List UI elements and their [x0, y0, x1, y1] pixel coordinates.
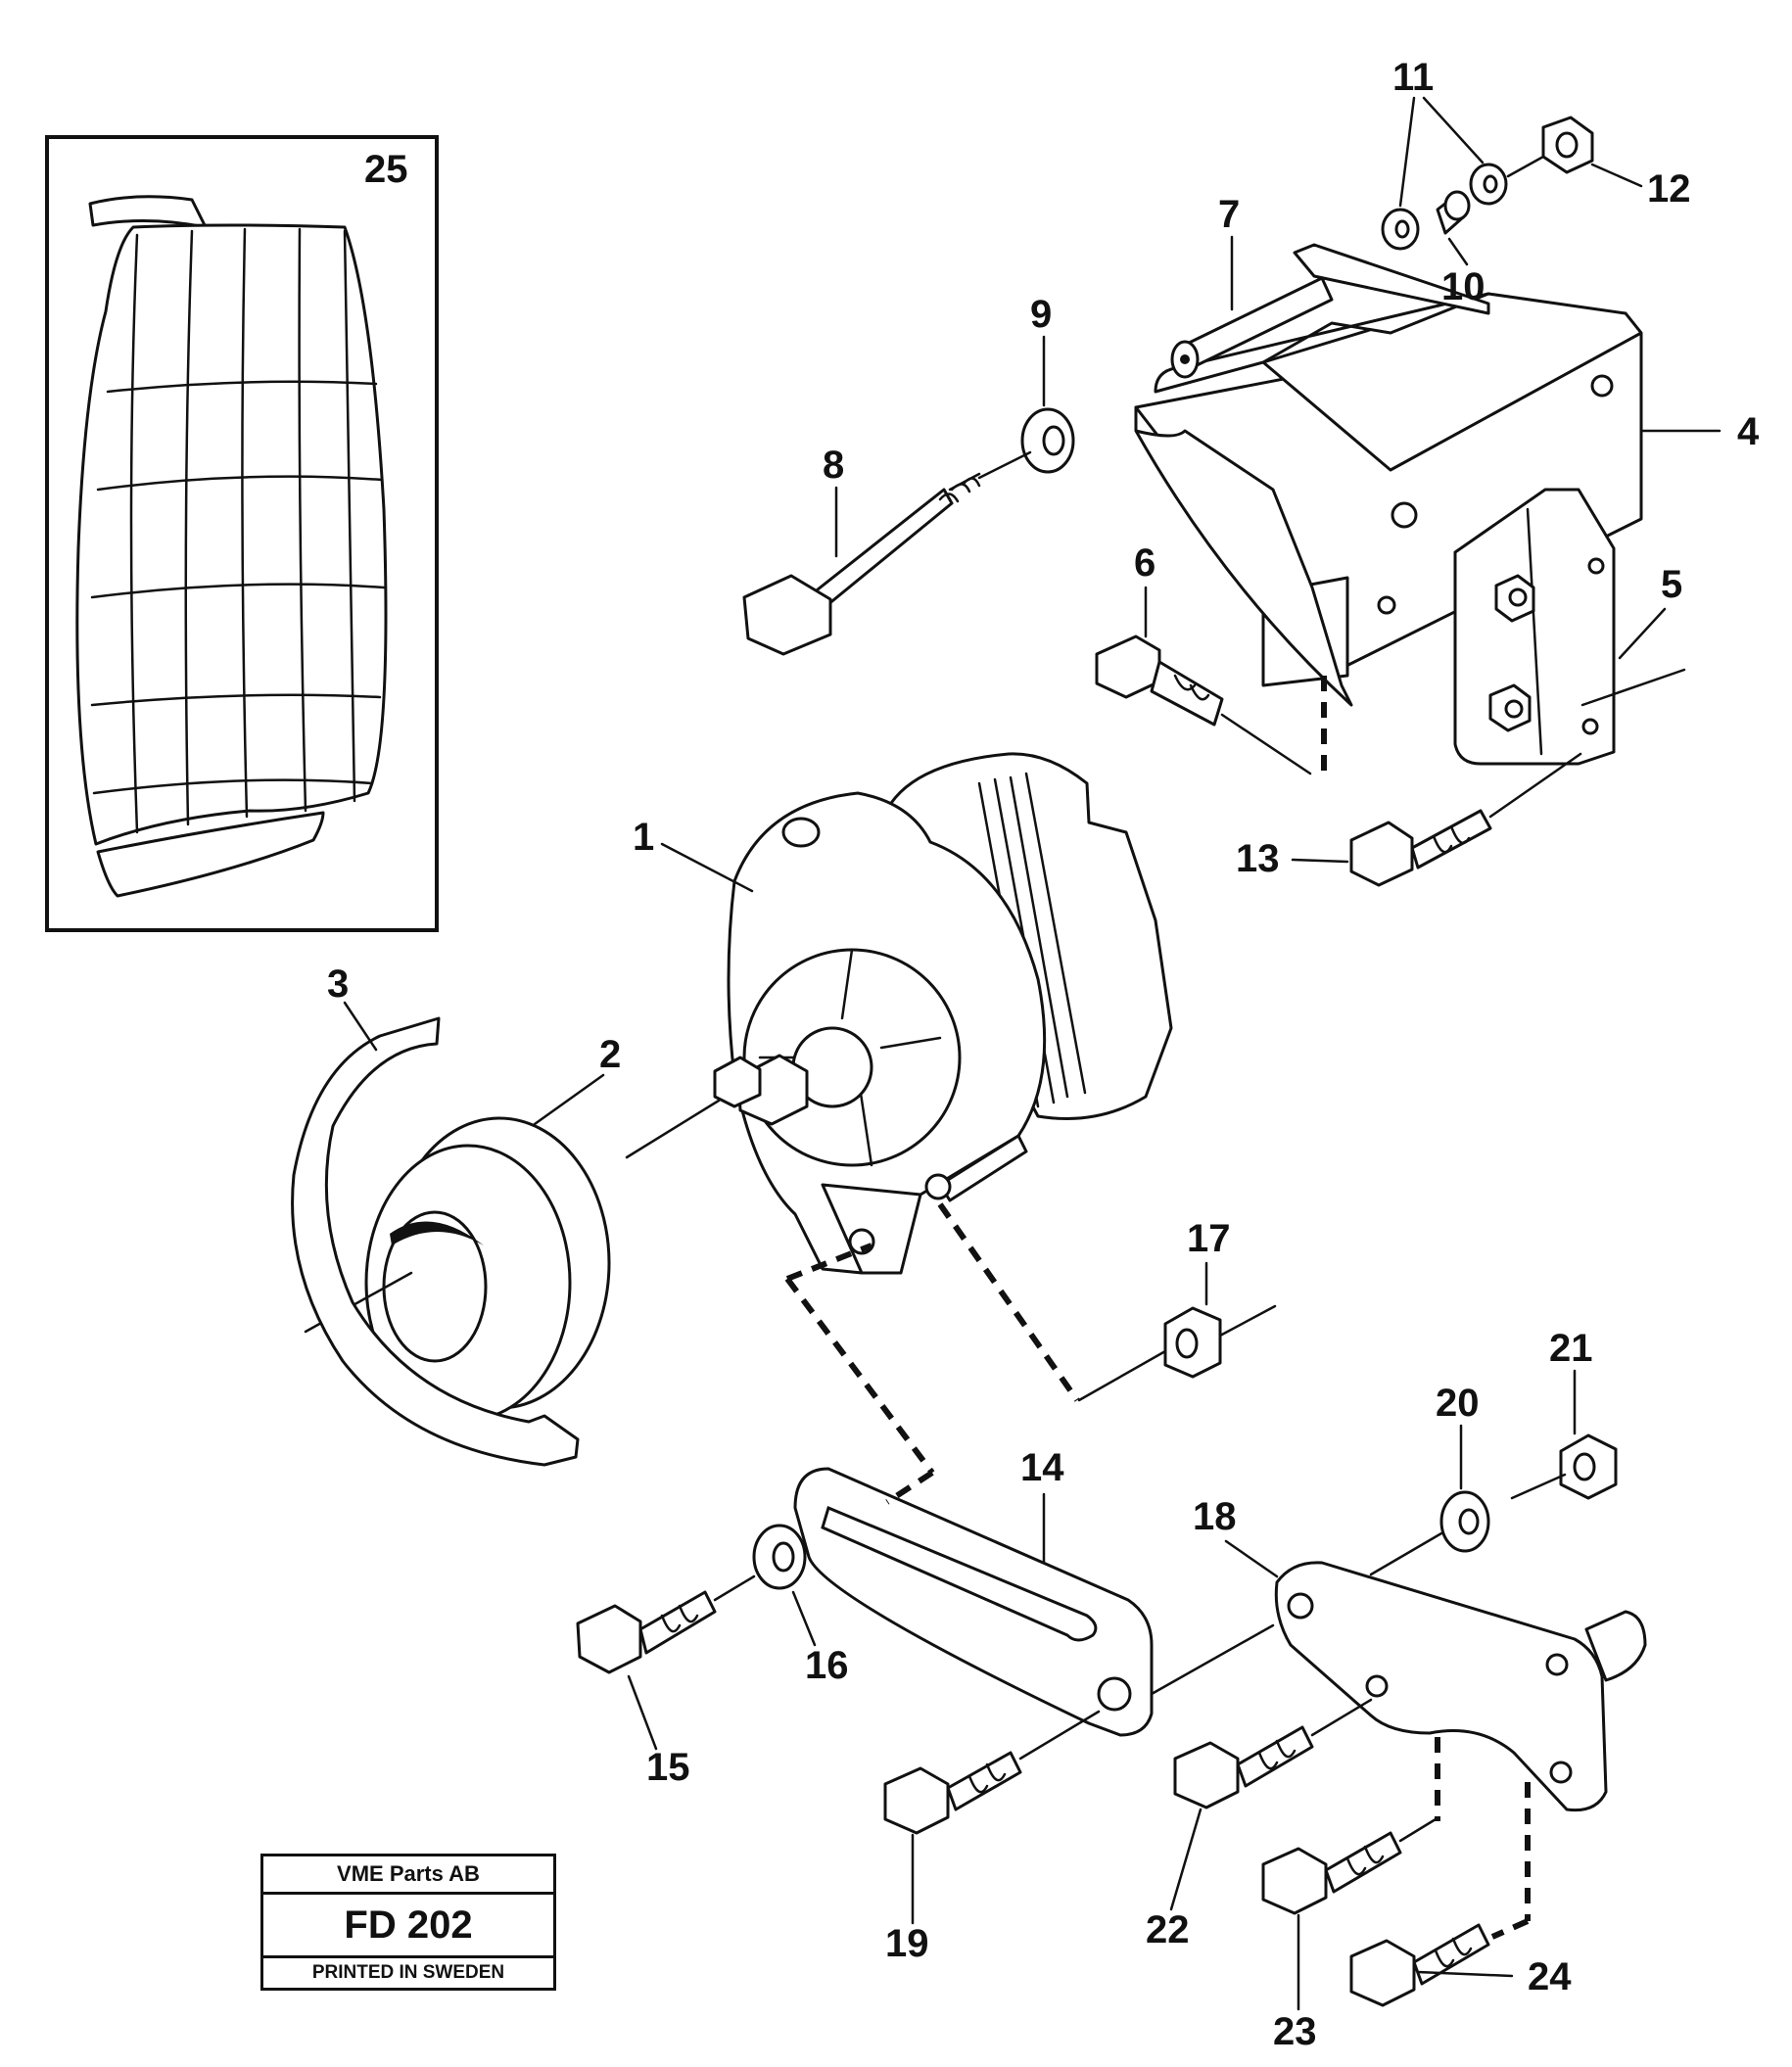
svg-text:14: 14 — [1020, 1446, 1064, 1489]
callout-19: 19 — [885, 1833, 929, 1965]
spacer-10 — [1436, 190, 1471, 235]
svg-text:8: 8 — [823, 444, 844, 487]
assembly-dashed-lines — [784, 676, 1531, 1940]
pin-7 — [1170, 276, 1334, 379]
callout-12: 12 — [1590, 163, 1691, 211]
callout-24: 24 — [1416, 1955, 1572, 1998]
callout-17: 17 — [1187, 1217, 1231, 1306]
bolt-24 — [1349, 1923, 1490, 2007]
svg-text:10: 10 — [1441, 265, 1485, 308]
svg-text:22: 22 — [1146, 1908, 1190, 1951]
washer-20 — [1439, 1490, 1490, 1553]
svg-text:9: 9 — [1030, 293, 1052, 336]
pulley-2 — [364, 1116, 611, 1422]
svg-text:1: 1 — [633, 816, 654, 859]
callout-2: 2 — [533, 1033, 621, 1126]
bolt-15 — [576, 1574, 756, 1674]
nut-21 — [1559, 1433, 1618, 1500]
nut-12 — [1541, 116, 1594, 174]
svg-text:13: 13 — [1236, 837, 1280, 880]
svg-text:21: 21 — [1549, 1327, 1593, 1370]
callout-22: 22 — [1146, 1808, 1203, 1951]
callout-3: 3 — [327, 963, 378, 1052]
bolt-23 — [1261, 1817, 1438, 1915]
svg-text:3: 3 — [327, 963, 349, 1006]
support-bracket-18 — [1274, 1561, 1647, 1812]
callout-1: 1 — [633, 816, 754, 893]
callout-13: 13 — [1236, 837, 1349, 880]
bolt-19 — [883, 1710, 1101, 1835]
svg-text:6: 6 — [1134, 541, 1155, 585]
callout-7: 7 — [1218, 193, 1240, 311]
svg-text:4: 4 — [1737, 410, 1760, 453]
callout-23: 23 — [1273, 1913, 1317, 2053]
bolt-22 — [1173, 1698, 1373, 1809]
callout-15: 15 — [627, 1674, 690, 1789]
belt-guard-grille — [75, 195, 388, 898]
callout-9: 9 — [1030, 293, 1052, 407]
callout-6: 6 — [1134, 541, 1155, 638]
washer-16 — [752, 1524, 807, 1590]
callout-5: 5 — [1618, 563, 1682, 660]
svg-text:23: 23 — [1273, 2010, 1317, 2053]
svg-text:11: 11 — [1392, 56, 1434, 99]
printed-note: PRINTED IN SWEDEN — [311, 1962, 505, 1983]
callout-16: 16 — [791, 1590, 849, 1687]
callout-10: 10 — [1441, 237, 1485, 308]
svg-text:18: 18 — [1193, 1495, 1237, 1538]
svg-text:16: 16 — [805, 1644, 849, 1687]
figure-code: FD 202 — [263, 1895, 553, 1958]
svg-text:25: 25 — [364, 148, 408, 191]
long-bolt-8 — [742, 450, 1032, 656]
svg-text:20: 20 — [1436, 1382, 1480, 1425]
alternator-1 — [713, 752, 1173, 1275]
callout-11: 11 — [1392, 56, 1485, 208]
company-name: VME Parts AB — [263, 1856, 553, 1895]
belt-guard-3 — [291, 1016, 580, 1467]
mounting-bracket-4 — [1134, 243, 1643, 707]
callout-14: 14 — [1020, 1446, 1064, 1565]
callout-20: 20 — [1436, 1382, 1480, 1490]
callout-18: 18 — [1193, 1495, 1279, 1578]
svg-text:17: 17 — [1187, 1217, 1231, 1260]
callout-4: 4 — [1639, 410, 1760, 453]
svg-text:15: 15 — [646, 1746, 690, 1789]
nut-17 — [1163, 1304, 1277, 1379]
svg-text:5: 5 — [1661, 563, 1682, 606]
svg-text:12: 12 — [1647, 167, 1691, 211]
callout-25: 25 — [364, 148, 408, 191]
washer-11b — [1469, 163, 1508, 206]
bolt-13 — [1349, 752, 1582, 887]
callout-8: 8 — [823, 444, 844, 558]
callout-21: 21 — [1549, 1327, 1593, 1435]
bolt-6 — [1095, 634, 1312, 775]
svg-text:24: 24 — [1528, 1955, 1572, 1998]
washer-9 — [1020, 407, 1075, 474]
title-block: VME Parts AB FD 202 PRINTED IN SWEDEN — [260, 1854, 556, 1991]
clamp-plate-5 — [1453, 488, 1616, 766]
washer-11a — [1381, 208, 1420, 251]
svg-text:7: 7 — [1218, 193, 1240, 236]
adjusting-link-14 — [793, 1467, 1154, 1737]
svg-text:2: 2 — [599, 1033, 621, 1076]
svg-text:19: 19 — [885, 1922, 929, 1965]
